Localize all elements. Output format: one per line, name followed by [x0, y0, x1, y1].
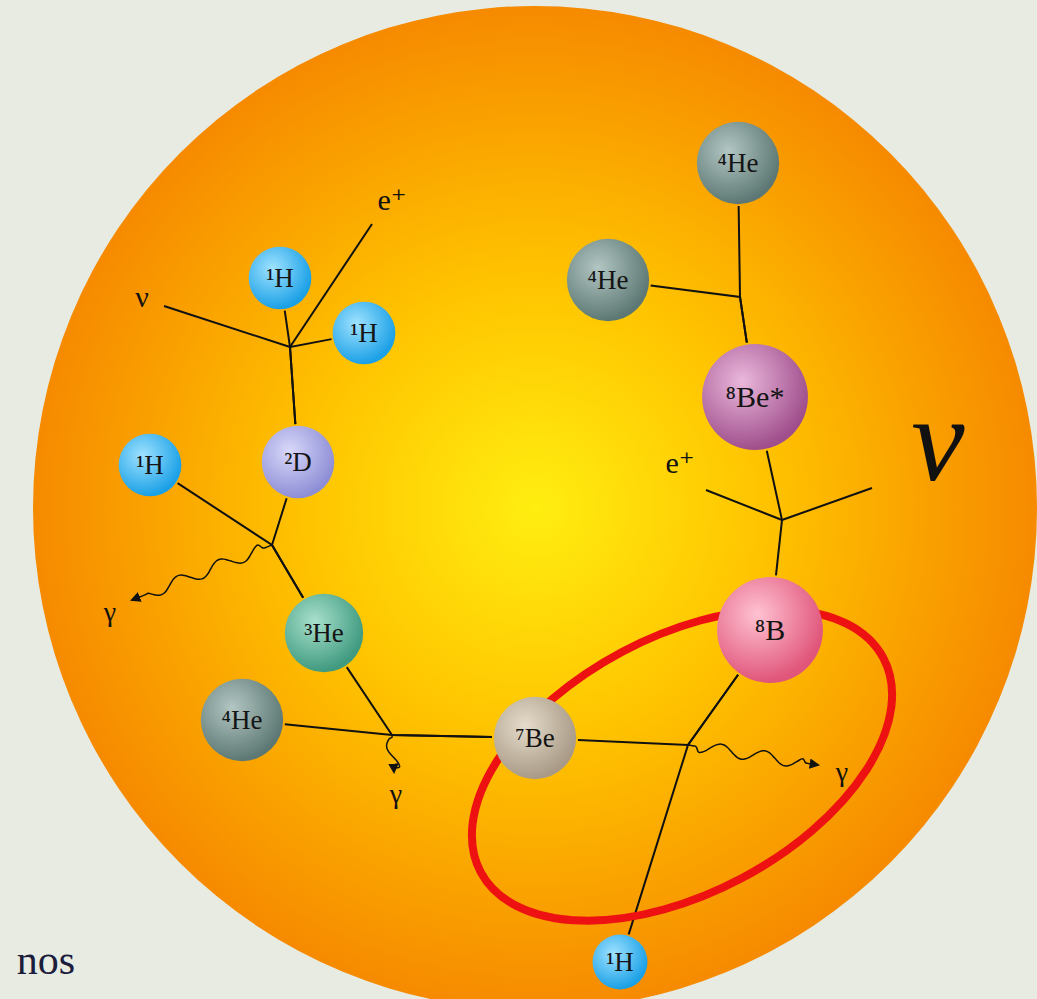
nucleus-label: ⁸B [716, 576, 824, 684]
nucleus-sphere: ¹H [118, 433, 182, 497]
nucleus-label: ⁴He [696, 121, 780, 205]
reaction-line [739, 206, 747, 343]
sun-disc [33, 6, 1037, 999]
sphere-fill [262, 426, 335, 499]
nucleus-label: ¹H [332, 301, 396, 365]
gamma-wave [387, 735, 400, 772]
nucleus-sphere: ⁴He [696, 121, 780, 205]
sphere-fill [285, 594, 363, 672]
sphere-fill [201, 679, 283, 761]
reaction-line [651, 285, 747, 342]
nucleus-label: ⁴He [566, 238, 650, 322]
sphere-fill [494, 697, 576, 779]
nucleus-label: ⁸Be* [701, 343, 809, 451]
nucleus-label: ²D [261, 425, 335, 499]
positron-line [706, 490, 782, 520]
nucleus-label: ¹H [248, 246, 312, 310]
neutrino-line [782, 488, 872, 520]
nucleus-sphere: ¹H [592, 934, 648, 990]
reaction-line [767, 451, 782, 576]
reaction-line [629, 675, 738, 935]
nucleus-label: ⁷Be [493, 696, 577, 780]
nucleus-sphere: ⁸B [716, 576, 824, 684]
nucleus-label: ³He [284, 593, 364, 673]
particle-label: e⁺ [377, 185, 406, 215]
sphere-fill [593, 935, 648, 990]
nucleus-label: ¹H [592, 934, 648, 990]
sphere-fill [249, 247, 312, 310]
sphere-fill [567, 239, 649, 321]
sphere-fill [119, 434, 182, 497]
particle-label: ν [135, 282, 149, 312]
particle-label: γ [836, 758, 848, 786]
highlight-ellipse [421, 545, 944, 985]
particle-label: ν [911, 380, 964, 500]
reaction-line [272, 498, 303, 597]
reaction-line [290, 339, 332, 424]
nucleus-sphere: ³He [284, 593, 364, 673]
particle-label: e⁺ [665, 448, 694, 478]
reaction-line [347, 667, 492, 737]
particle-label: γ [390, 780, 402, 808]
reaction-line [285, 724, 492, 737]
neutrino-line [164, 306, 290, 347]
nucleus-label: ¹H [118, 433, 182, 497]
nucleus-sphere: ⁴He [200, 678, 284, 762]
sphere-fill [333, 302, 396, 365]
nucleus-sphere: ⁷Be [493, 696, 577, 780]
sphere-fill [697, 122, 779, 204]
nucleus-sphere: ⁴He [566, 238, 650, 322]
caption-fragment: nos [17, 939, 75, 981]
nucleus-sphere: ¹H [248, 246, 312, 310]
nucleus-sphere: ⁸Be* [701, 343, 809, 451]
nucleus-label: ⁴He [200, 678, 284, 762]
nucleus-sphere: ¹H [332, 301, 396, 365]
gamma-wave [688, 744, 818, 766]
gamma-wave [132, 545, 272, 600]
nucleus-sphere: ²D [261, 425, 335, 499]
reaction-line [178, 483, 304, 598]
particle-label: γ [104, 598, 116, 626]
